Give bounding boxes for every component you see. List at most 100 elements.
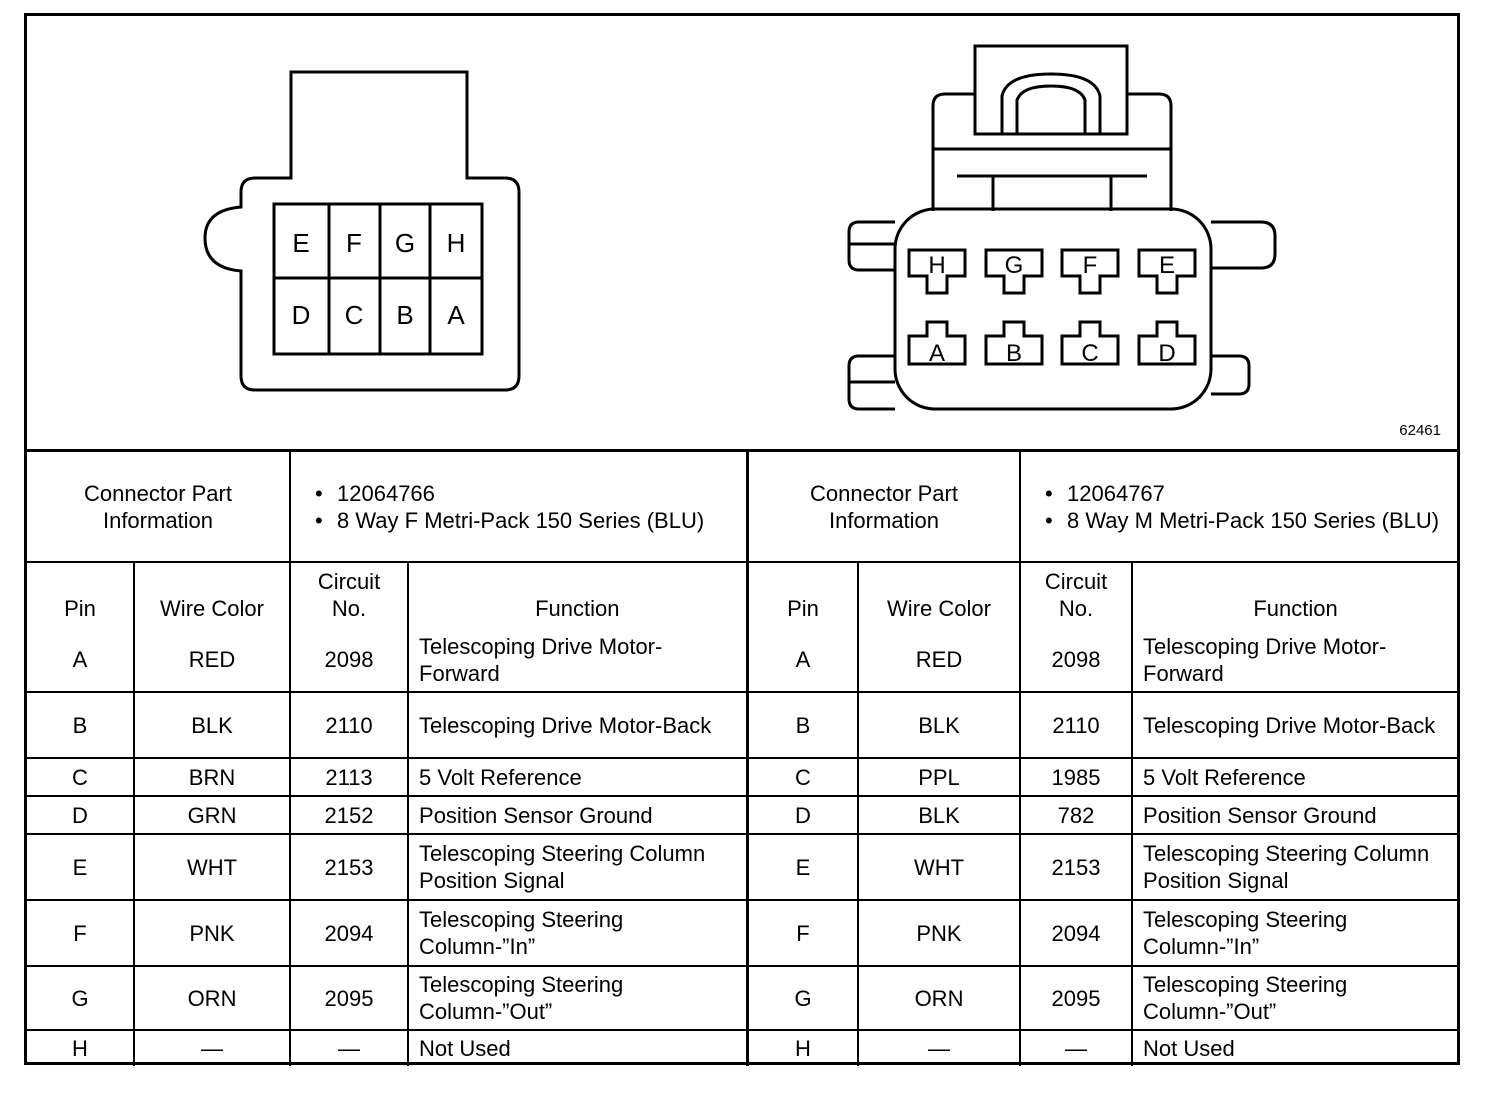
- left-pin-label-bottom-1: D: [292, 300, 311, 330]
- wire-color-cell: ORN: [856, 965, 1022, 1031]
- table-row: H——Not Used: [27, 1029, 749, 1066]
- wire-color-cell: WHT: [132, 833, 292, 901]
- right-terminal-top: G: [984, 248, 1044, 295]
- connector-description: 8 Way F Metri-Pack 150 Series (BLU): [315, 507, 736, 534]
- function-cell: Telescoping Drive Motor-Back: [1131, 691, 1459, 759]
- circuit-cell: 2098: [289, 628, 410, 693]
- right-pin-label-top-3: F: [1083, 252, 1098, 279]
- right-connector-latch: [931, 44, 1173, 211]
- pin-column-header: Pin: [747, 561, 859, 628]
- wire-color-cell: —: [856, 1029, 1022, 1066]
- function-cell: Telescoping Steering Column-”Out”: [1131, 965, 1459, 1031]
- circuit-cell: 2095: [1019, 965, 1134, 1031]
- left-pin-label-top-1: E: [292, 228, 309, 258]
- circuit-cell: 2095: [289, 965, 410, 1031]
- wire-color-column-header: Wire Color: [132, 561, 292, 628]
- circuit-cell: —: [1019, 1029, 1134, 1066]
- pin-cell: G: [747, 965, 859, 1031]
- left-pin-label-bottom-2: C: [345, 300, 364, 330]
- circuit-cell: 2153: [289, 833, 410, 901]
- function-cell: 5 Volt Reference: [407, 757, 749, 797]
- wire-color-cell: RED: [856, 628, 1022, 693]
- wire-color-cell: BLK: [856, 795, 1022, 835]
- connector-sheet: E F G H D C B A H A G B F C E D 62461 Connector…: [24, 13, 1460, 1066]
- circuit-cell: 782: [1019, 795, 1134, 835]
- pin-column-header: Pin: [27, 561, 135, 628]
- circuit-cell: 2110: [1019, 691, 1134, 759]
- connector-info-row: Connector Part Information 12064767 8 Wa…: [746, 452, 1459, 563]
- wire-color-cell: ORN: [132, 965, 292, 1031]
- pin-cell: B: [27, 691, 135, 759]
- connector-part-number: 12064766: [315, 480, 736, 507]
- pin-cell: C: [747, 757, 859, 797]
- pin-cell: D: [27, 795, 135, 835]
- circuit-cell: 2110: [289, 691, 410, 759]
- circuit-cell: 1985: [1019, 757, 1134, 797]
- function-cell: Telescoping Drive Motor-Forward: [1131, 628, 1459, 693]
- right-terminal-bottom: A: [907, 320, 967, 367]
- right-pin-label-bottom-2: B: [1006, 340, 1022, 367]
- function-cell: Not Used: [1131, 1029, 1459, 1066]
- function-cell: Telescoping Steering Column Position Sig…: [1131, 833, 1459, 901]
- circuit-cell: 2094: [1019, 899, 1134, 967]
- function-cell: 5 Volt Reference: [1131, 757, 1459, 797]
- left-pin-label-bottom-4: A: [447, 300, 465, 330]
- left-pin-label-top-3: G: [395, 228, 415, 258]
- right-pin-label-bottom-4: D: [1158, 340, 1175, 367]
- right-terminal-top: E: [1137, 248, 1197, 295]
- right-pin-label-top-2: G: [1005, 252, 1024, 279]
- right-terminal-top: F: [1060, 248, 1120, 295]
- function-column-header: Function: [407, 561, 749, 628]
- connector-part-number: 12064767: [1045, 480, 1448, 507]
- circuit-cell: 2098: [1019, 628, 1134, 693]
- pin-cell: H: [27, 1029, 135, 1066]
- right-connector-table: Connector Part Information 12064767 8 Wa…: [746, 452, 1459, 1066]
- right-pin-label-top-1: H: [928, 252, 945, 279]
- right-pin-label-bottom-1: A: [929, 340, 945, 367]
- pin-cell: A: [27, 628, 135, 693]
- right-terminal-bottom: D: [1137, 320, 1197, 367]
- right-pin-label-top-4: E: [1159, 252, 1175, 279]
- pin-cell: H: [747, 1029, 859, 1066]
- wire-color-column-header: Wire Color: [856, 561, 1022, 628]
- table-header-row: Pin Wire Color Circuit No. Function: [747, 561, 1459, 628]
- circuit-cell: 2113: [289, 757, 410, 797]
- function-cell: Telescoping Steering Column Position Sig…: [407, 833, 749, 901]
- connector-info-label: Connector Part Information: [27, 452, 292, 563]
- pin-cell: A: [747, 628, 859, 693]
- connector-info-label: Connector Part Information: [746, 452, 1022, 563]
- figure-code: 62461: [1399, 422, 1441, 439]
- left-pin-label-top-2: F: [346, 228, 362, 258]
- connector-info-row: Connector Part Information 12064766 8 Wa…: [27, 452, 749, 563]
- wire-color-cell: —: [132, 1029, 292, 1066]
- circuit-column-header: Circuit No.: [1019, 561, 1134, 628]
- table-header-row: Pin Wire Color Circuit No. Function: [27, 561, 749, 628]
- connector-description: 8 Way M Metri-Pack 150 Series (BLU): [1045, 507, 1448, 534]
- wire-color-cell: BRN: [132, 757, 292, 797]
- connector-info-cell: 12064767 8 Way M Metri-Pack 150 Series (…: [1019, 452, 1459, 563]
- pin-cell: B: [747, 691, 859, 759]
- wire-color-cell: WHT: [856, 833, 1022, 901]
- pin-cell: F: [747, 899, 859, 967]
- left-pin-label-bottom-3: B: [396, 300, 413, 330]
- pin-cell: C: [27, 757, 135, 797]
- circuit-cell: 2094: [289, 899, 410, 967]
- function-cell: Telescoping Steering Column-”Out”: [407, 965, 749, 1031]
- right-connector-body: [893, 207, 1213, 411]
- circuit-column-header: Circuit No.: [289, 561, 410, 628]
